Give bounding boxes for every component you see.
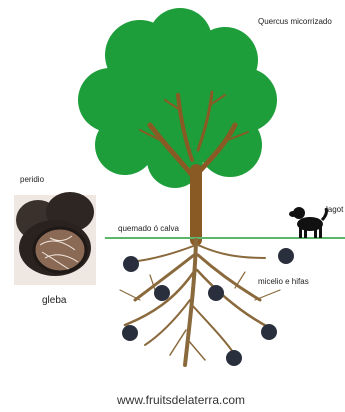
truffle-icon [226,350,242,366]
source-url[interactable]: www.fruitsdelaterra.com [117,394,245,406]
species-label: Quercus micorrizado [258,18,332,26]
tree-roots [120,240,280,365]
truffle-icon [208,285,224,301]
truffle-icon [261,324,277,340]
truffle-photo [14,192,96,285]
peridium-label: peridio [20,176,44,184]
truffle-icon [154,285,170,301]
burnt-zone-label: quemado ó calva [118,225,179,233]
truffle-icon [122,325,138,341]
truffle-icon [123,256,139,272]
gleba-label: gleba [42,296,66,306]
dog-label: lagot [326,206,343,214]
lagotto-dog-icon [289,207,327,238]
mycelium-label: micelio e hifas [258,278,309,286]
truffle-icon [278,248,294,264]
truffle-cluster [122,248,294,366]
